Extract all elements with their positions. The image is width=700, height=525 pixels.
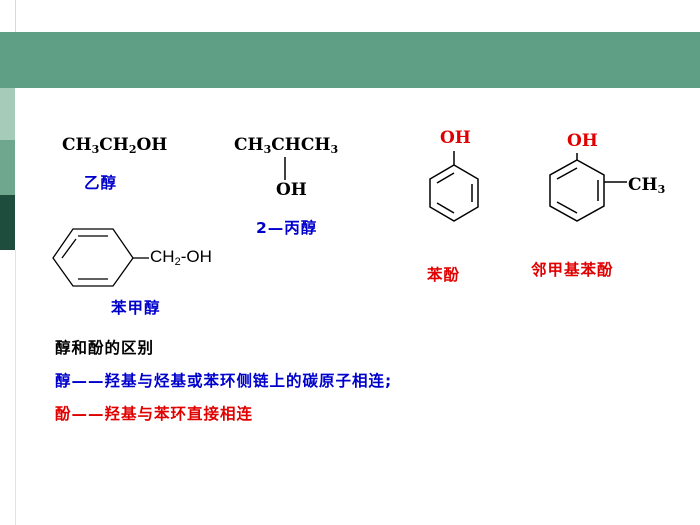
alcohol-definition: 醇——羟基与烃基或苯环侧链上的碳原子相连; bbox=[55, 372, 393, 390]
propanol-name: 2—丙醇 bbox=[256, 219, 318, 237]
difference-heading: 醇和酚的区别 bbox=[55, 339, 155, 357]
phenol-name: 苯酚 bbox=[427, 266, 461, 284]
ethanol-name: 乙醇 bbox=[84, 174, 118, 192]
phenol-benzene-ring bbox=[429, 151, 479, 222]
title-bar bbox=[15, 32, 700, 88]
benzyl-benzene-ring bbox=[52, 228, 149, 287]
cresol-benzene-ring bbox=[549, 153, 627, 222]
left-stripe-dark-green bbox=[0, 195, 15, 250]
left-stripe-green bbox=[0, 32, 15, 88]
left-stripe-bottom bbox=[0, 250, 16, 525]
cresol-name: 邻甲基苯酚 bbox=[531, 261, 614, 279]
phenol-oh: OH bbox=[440, 128, 471, 148]
left-stripe-mid-green bbox=[0, 140, 15, 195]
left-stripe-white bbox=[0, 0, 16, 32]
left-stripe-light-green bbox=[0, 88, 15, 140]
propanol-oh: OH bbox=[276, 180, 307, 200]
ethanol-formula: CH3CH2OH bbox=[62, 135, 168, 156]
propanol-formula: CH3CHCH3 bbox=[234, 135, 339, 156]
phenol-definition: 酚——羟基与苯环直接相连 bbox=[55, 405, 254, 423]
benzyl-side-chain: CH2-OH bbox=[150, 247, 212, 268]
cresol-methyl: CH3 bbox=[628, 175, 666, 196]
cresol-oh: OH bbox=[567, 131, 598, 151]
benzyl-alcohol-name: 苯甲醇 bbox=[111, 299, 161, 317]
